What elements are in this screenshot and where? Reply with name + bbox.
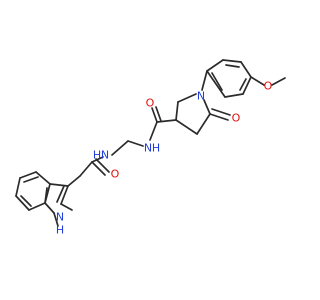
- atom-n-pyrrolidinone: N: [197, 90, 205, 103]
- molecule-canvas: N O O N H H N O O N H: [15, 59, 286, 237]
- atom-n-indole: N: [56, 211, 64, 224]
- pyrrolidinone-ring: [175, 70, 211, 135]
- atom-n-amide1: N: [144, 142, 152, 155]
- indole-ring: [15, 171, 73, 214]
- structure-diagram: N O O N H H N O O N H: [15, 59, 286, 237]
- atom-h-amide1: H: [152, 142, 160, 155]
- atom-h-indole: H: [56, 224, 64, 237]
- atom-labels: N O O N H H N O O N H: [56, 80, 273, 237]
- methoxyphenyl-ring: [206, 59, 252, 98]
- atom-o-amide2: O: [111, 168, 120, 181]
- atom-n-amide2: N: [101, 149, 109, 162]
- atom-o-lactam: O: [232, 112, 241, 125]
- atom-h-amide2: H: [93, 149, 101, 162]
- atom-o-amide1: O: [146, 97, 155, 110]
- atom-o-ether: O: [264, 80, 273, 93]
